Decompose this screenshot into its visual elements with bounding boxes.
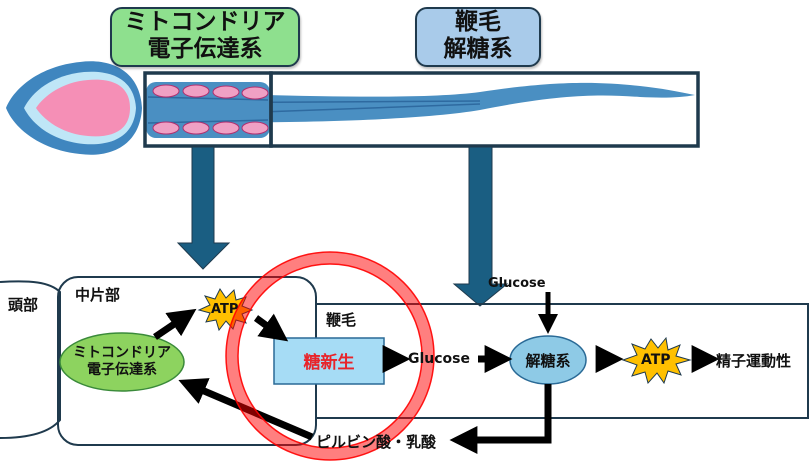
atp-midpiece-label: ATP [211,302,239,317]
midpiece-label-line2: 電子伝達系 [147,36,263,62]
midpiece-label-line1: ミトコンドリア [124,9,286,35]
pyruvate-lactate-label: ピルビン酸・乳酸 [316,433,437,451]
arrow-etc-to-atp [153,308,197,340]
gluconeogenesis-box [273,337,385,385]
sperm-illustration [6,61,695,155]
flagellum-frame [269,71,700,148]
glucose-gng-label: Glucose [408,351,471,367]
arrow-atp-to-gng [253,313,289,342]
arrow-flagellum-down [452,146,509,307]
sperm-nucleus [36,79,130,137]
arrow-midpiece-down [176,146,231,270]
sperm-midpiece [146,82,270,138]
glucose-input-label: Glucose [488,276,546,291]
head-region-label: 頭部 [8,296,39,314]
flagellum-label-line2: 解糖系 [443,36,513,62]
flagellum-compartment [316,303,809,419]
glycolysis-label: 解糖系 [525,352,571,370]
midpiece-region-label: 中片部 [75,286,121,304]
atp-burst-flagellum [621,336,692,385]
sperm-tail [150,82,695,123]
mito-etc-line1: ミトコンドリア [73,345,171,361]
atp-flagellum-label: ATP [641,352,671,368]
sperm-motility-label: 精子運動性 [716,352,792,370]
gluconeogenesis-label: 糖新生 [303,353,355,373]
head-compartment [0,280,61,439]
flagellum-label-line1: 鞭毛 [455,9,501,35]
flagellum-label-box: 鞭毛 解糖系 [415,7,541,67]
flagellum-region-label: 鞭毛 [326,311,357,329]
mito-etc-line2: 電子伝達系 [87,362,157,378]
highlight-circle [226,252,434,460]
arrow-glycolysis-to-pyruvate [449,384,552,454]
mito-etc-ellipse [59,332,185,392]
midpiece-label-box: ミトコンドリア 電子伝達系 [110,7,300,67]
mito-etc-label: ミトコンドリア 電子伝達系 [60,345,184,379]
mitochondria-group [152,84,269,135]
